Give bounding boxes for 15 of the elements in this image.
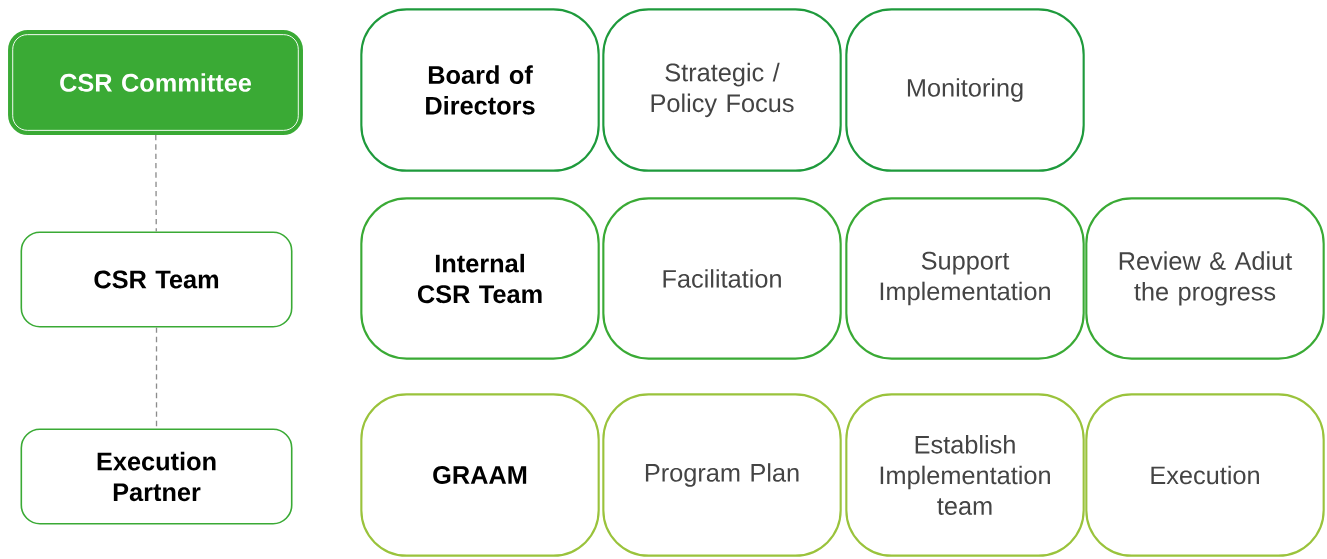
task-box: Review & Adiut the progress: [1085, 197, 1325, 360]
entity-box: Internal CSR Team: [360, 197, 600, 360]
task-box: Establish Implementation team: [845, 393, 1085, 557]
task-box: Monitoring: [845, 8, 1085, 172]
entity-box: GRAAM: [360, 393, 600, 557]
role-box: Execution Partner: [20, 428, 293, 525]
task-box: Program Plan: [602, 393, 842, 557]
role-box: CSR Team: [20, 231, 293, 328]
committee-box: CSR Committee: [8, 29, 303, 136]
connector-line: [155, 134, 157, 233]
task-box: Strategic / Policy Focus: [602, 8, 842, 172]
task-box: Execution: [1085, 393, 1325, 557]
task-box: Support Implementation: [845, 197, 1085, 360]
entity-box: Board of Directors: [360, 8, 600, 172]
task-box: Facilitation: [602, 197, 842, 360]
